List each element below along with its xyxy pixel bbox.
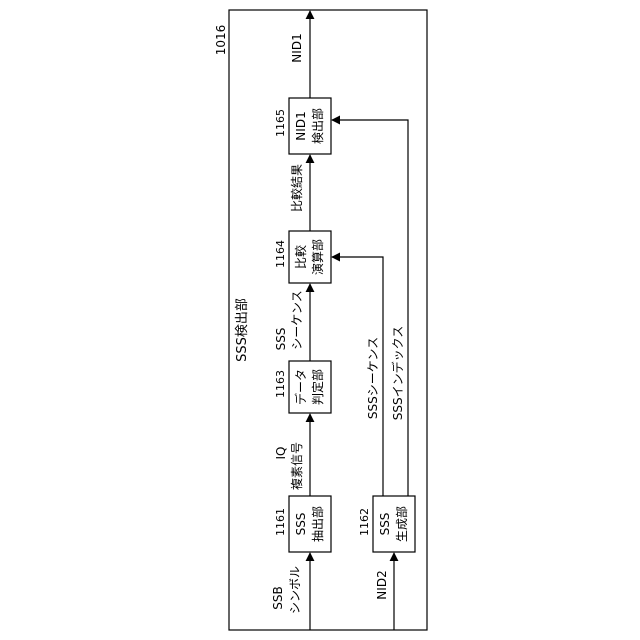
compare-calculator-block: 比較 演算部 1164 xyxy=(274,231,331,283)
block-ref: 1161 xyxy=(274,508,287,536)
label-ssb-symbol-line2: シンボル xyxy=(288,566,302,614)
block-line1: 比較 xyxy=(293,245,308,269)
label-iq-line2: 複素信号 xyxy=(289,442,304,490)
label-sss-sequence-line2: シーケンス xyxy=(290,290,304,349)
label-compare-result: 比較結果 xyxy=(289,164,304,212)
block-line2: 演算部 xyxy=(310,239,325,275)
outer-box-ref: 1016 xyxy=(214,25,228,56)
outer-box-title: SSS検出部 xyxy=(235,298,250,362)
label-ssb-symbol-line1: SSB xyxy=(271,586,285,609)
sss-extractor-block: SSS 抽出部 1161 xyxy=(274,496,331,552)
label-generated-sss-index: SSSインデックス xyxy=(390,326,405,421)
data-judge-block: データ 判定部 1163 xyxy=(274,361,331,413)
block-line1: SSS xyxy=(294,513,308,536)
block-line2: 生成部 xyxy=(394,506,409,542)
block-line1: NID1 xyxy=(294,111,308,140)
block-ref: 1162 xyxy=(358,508,371,536)
label-sss-sequence-line1: SSS xyxy=(274,328,288,351)
block-line1: データ xyxy=(293,369,308,405)
arrow-1162-to-1165 xyxy=(332,120,408,496)
nid1-detector-block: NID1 検出部 1165 xyxy=(274,98,331,154)
label-iq-line1: IQ xyxy=(274,447,288,460)
block-line2: 判定部 xyxy=(310,369,325,405)
block-line2: 検出部 xyxy=(310,108,325,144)
sss-generator-block: SSS 生成部 1162 xyxy=(358,496,415,552)
block-ref: 1164 xyxy=(274,240,287,268)
block-line2: 抽出部 xyxy=(310,506,325,542)
block-line1: SSS xyxy=(378,513,392,536)
label-generated-sss-sequence: SSSシーケンス xyxy=(366,337,380,419)
label-nid2: NID2 xyxy=(375,570,389,599)
block-ref: 1163 xyxy=(274,370,287,398)
label-nid1-output: NID1 xyxy=(290,33,304,62)
block-ref: 1165 xyxy=(274,109,287,137)
